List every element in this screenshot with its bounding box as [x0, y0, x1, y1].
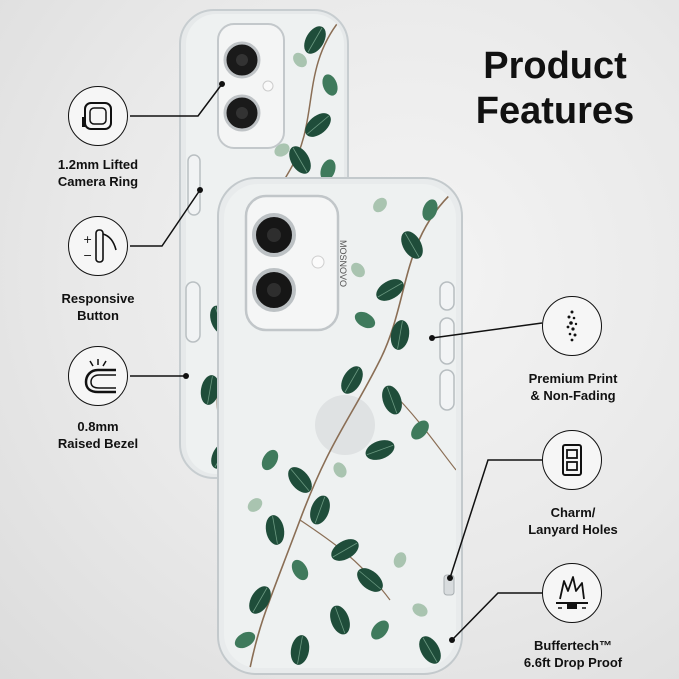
- camera-ring-line-2: Camera Ring: [57, 174, 139, 189]
- camera-ring-icon: [82, 102, 112, 130]
- drop-line-2: 6.6ft Drop Proof: [523, 655, 623, 670]
- drop-feature-label: Buffertech™ 6.6ft Drop Proof: [508, 637, 638, 671]
- title-line-2: Features: [475, 90, 635, 132]
- print-line-2: & Non-Fading: [530, 388, 616, 403]
- lanyard-holes-icon: [562, 444, 582, 476]
- camera-ring-feature-label: 1.2mm Lifted Camera Ring: [33, 156, 163, 190]
- button-line-1: Responsive: [61, 291, 135, 306]
- print-feature-icon: [542, 296, 602, 356]
- holes-feature-label: Charm/ Lanyard Holes: [508, 504, 638, 538]
- raised-bezel-icon: [84, 359, 116, 394]
- page-title: Product Features: [440, 44, 670, 134]
- holes-feature-icon: [542, 430, 602, 490]
- print-feature-label: Premium Print & Non-Fading: [508, 370, 638, 404]
- bezel-line-2: Raised Bezel: [57, 436, 139, 451]
- print-line-1: Premium Print: [528, 371, 618, 386]
- title-line-1: Product: [483, 45, 627, 87]
- drop-line-1: Buffertech™: [533, 638, 612, 653]
- camera-ring-line-1: 1.2mm Lifted: [57, 157, 139, 172]
- callout-dots: [183, 81, 455, 643]
- bezel-feature-icon: [68, 346, 128, 406]
- front-phone-case: [217, 177, 463, 675]
- holes-line-1: Charm/: [550, 505, 596, 520]
- svg-text:−: −: [83, 249, 92, 262]
- holes-line-2: Lanyard Holes: [528, 522, 618, 537]
- camera-ring-feature-icon: [68, 86, 128, 146]
- button-line-2: Button: [77, 308, 119, 323]
- svg-text:+: +: [83, 233, 92, 246]
- button-feature-label: Responsive Button: [33, 290, 163, 324]
- drop-proof-icon: [556, 576, 588, 609]
- callout-lines: [130, 83, 543, 641]
- bezel-line-1: 0.8mm: [77, 419, 119, 434]
- premium-print-icon: [566, 310, 578, 342]
- button-feature-icon: + −: [68, 216, 128, 276]
- brand-mark-front: MOSNOVO: [338, 240, 348, 287]
- responsive-button-icon: + −: [83, 229, 117, 263]
- drop-feature-icon: [542, 563, 602, 623]
- bezel-feature-label: 0.8mm Raised Bezel: [33, 418, 163, 452]
